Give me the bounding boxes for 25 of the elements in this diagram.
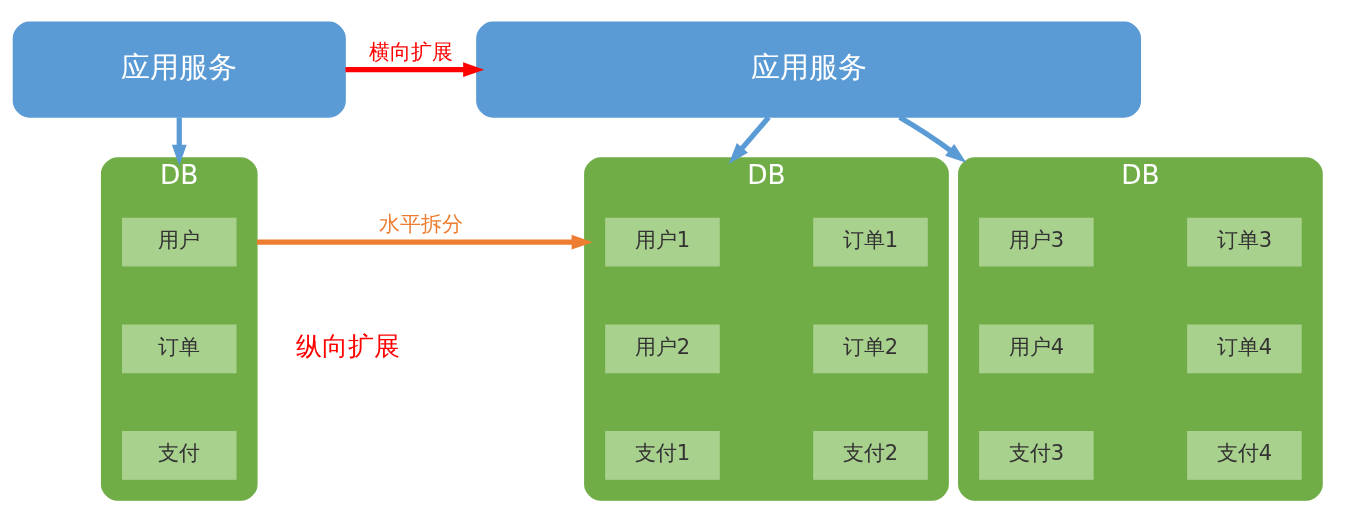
node-box: 应用服务 [476,21,1142,118]
node-box: 订单2 [813,323,928,373]
node-box: 支付3 [979,430,1094,480]
node-box: 用户3 [979,217,1094,266]
node-box: 订单3 [1187,217,1302,266]
node-box: 支付1 [605,430,720,480]
edge-label: 横向扩展 [368,38,453,64]
node-box: 订单1 [813,217,928,266]
node-box: 支付2 [813,430,928,480]
arrow [898,114,967,163]
arrow [256,234,593,250]
node-box: 应用服务 [12,21,346,118]
node-box: 用户 [122,217,237,266]
node-box: 订单 [122,323,237,373]
node-box: 支付4 [1187,430,1302,480]
node-box: 用户2 [605,323,720,373]
label: 纵向扩展 [295,330,400,361]
node-box: 用户4 [979,323,1094,373]
arrow [345,61,485,77]
node-box: 支付 [122,430,237,480]
node-box: 用户1 [605,217,720,266]
arrow [171,116,187,166]
edge-label: 水平拆分 [378,210,463,236]
arrow [728,115,771,164]
node-box: 订单4 [1187,323,1302,373]
